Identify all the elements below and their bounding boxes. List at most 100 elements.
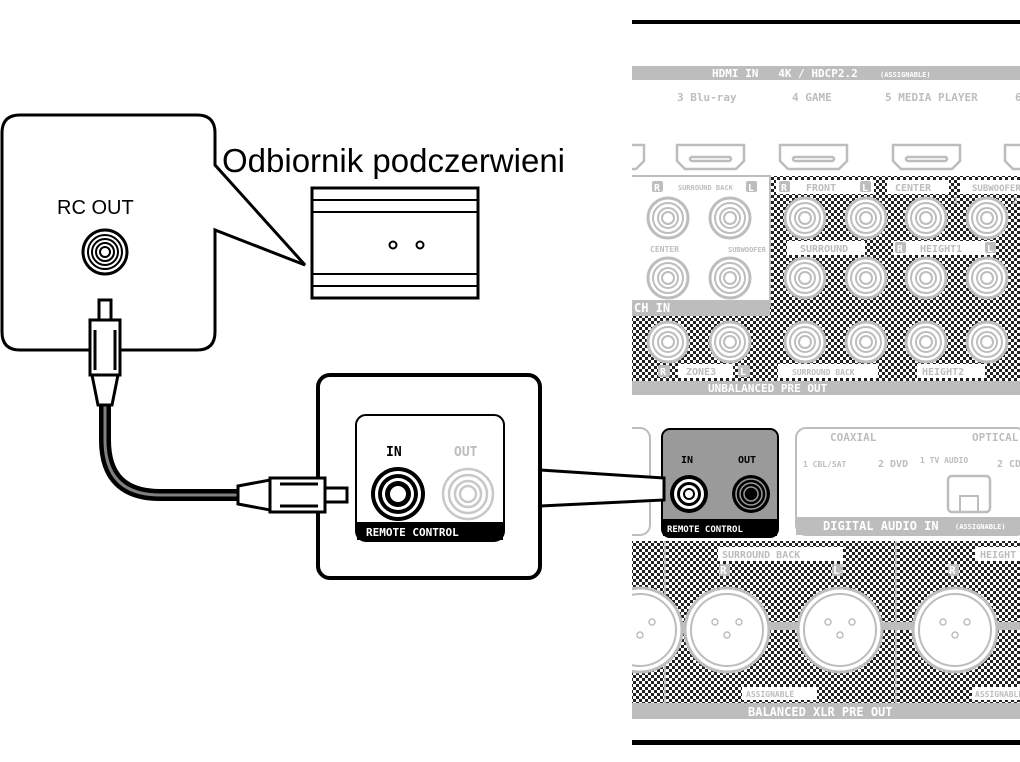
callout-out-label: OUT — [454, 445, 478, 460]
coax-1-label: 1 CBL/SAT — [803, 460, 847, 469]
cable — [99, 400, 240, 501]
ir-sensor-dot — [415, 240, 425, 250]
unbalanced-pre-out-title: UNBALANCED PRE OUT — [708, 382, 828, 395]
rca-jack — [783, 256, 827, 300]
optical-label: OPTICAL — [972, 431, 1019, 444]
rear-remote-in-label: IN — [681, 455, 693, 466]
pre-out-title-bar — [632, 381, 1020, 395]
r-badge — [719, 564, 730, 576]
xlr-socket — [796, 586, 884, 674]
digital-assignable: (ASSIGNABLE) — [955, 523, 1006, 531]
rca-jack — [965, 320, 1009, 364]
r-label: R — [654, 183, 661, 194]
remote-control-callout: REMOTE CONTROL IN OUT — [316, 373, 542, 580]
xlr-label-bg — [718, 547, 843, 561]
hdmi-input-label: 3 Blu-ray — [677, 91, 737, 104]
rca-jack — [965, 256, 1009, 300]
center-label: CENTER — [895, 183, 932, 194]
optical-2-label: 2 CD — [997, 459, 1020, 470]
r-badge — [652, 181, 663, 192]
rc-out-device: RC OUT — [0, 113, 307, 352]
ch-in-subwoofer-label: SUBWOOFER — [728, 246, 767, 254]
rca-jack — [783, 196, 827, 240]
digital-title-bar — [796, 517, 1020, 535]
rca-jack — [646, 256, 690, 300]
callout-in-jack[interactable] — [371, 467, 425, 521]
rc-out-label: RC OUT — [57, 197, 134, 219]
hdmi-input-label: 4 GAME — [792, 91, 832, 104]
hdmi-header: HDMI IN 4K / HDCP2.2 — [712, 67, 858, 80]
callout-remote-control-label: REMOTE CONTROL — [366, 526, 459, 539]
panel-top-edge — [632, 20, 1020, 24]
xlr-jacks — [632, 586, 999, 674]
subwoofer-label: SUBWOOFER — [972, 184, 1020, 194]
rca-jack — [708, 196, 752, 240]
callout-in-label: IN — [386, 445, 402, 460]
rca-jack — [904, 196, 948, 240]
xlr-assignable-label: ASSIGNABLE — [746, 690, 794, 699]
ch-in-center-label: CENTER — [650, 245, 679, 254]
ir-sensor-dot — [388, 240, 398, 250]
l-badge — [832, 564, 843, 576]
rear-panel: HDMI IN 4K / HDCP2.2 (ASSIGNABLE) 3 Blu-… — [632, 20, 1020, 745]
rc-out-jack[interactable] — [81, 228, 129, 276]
rca-jack — [708, 256, 752, 300]
panel-bottom-edge — [632, 740, 1020, 745]
r-label: R — [720, 564, 727, 577]
balanced-xlr-pre-out-title: BALANCED XLR PRE OUT — [748, 705, 893, 719]
ch-in-title-bar — [632, 300, 770, 316]
optical-port — [946, 474, 992, 514]
hdmi-ports — [632, 143, 1020, 171]
rca-plug-top — [88, 298, 122, 407]
rca-jack — [965, 196, 1009, 240]
r-badge — [948, 564, 959, 576]
ch-in-section — [632, 175, 771, 315]
hdmi-port — [1003, 143, 1020, 171]
l-label: L — [987, 244, 993, 255]
xlr-socket — [911, 586, 999, 674]
hdmi-header-bar — [632, 66, 1020, 80]
rca-jack — [904, 256, 948, 300]
rca-plug-right — [236, 476, 349, 514]
r-label: R — [949, 564, 956, 577]
r-label: R — [781, 183, 788, 194]
hdmi-port — [778, 143, 849, 171]
l-label: L — [833, 564, 840, 577]
digital-audio-in-title: DIGITAL AUDIO IN — [823, 519, 939, 533]
l-label: L — [748, 183, 754, 194]
l-label: L — [740, 367, 746, 378]
zone3-label: ZONE3 — [686, 367, 716, 378]
callout-pointer — [539, 468, 666, 508]
ir-receiver-label: Odbiornik podczerwieni — [222, 142, 565, 179]
rear-remote-out-jack — [732, 475, 770, 513]
hdmi-assignable: (ASSIGNABLE) — [880, 71, 931, 79]
rca-jack — [646, 320, 690, 364]
hdmi-input-label: 6 — [1015, 91, 1020, 104]
xlr-surround-back-label: SURROUND BACK — [722, 550, 800, 561]
xlr-assignable-bg — [742, 687, 817, 700]
rear-remote-title-bar — [663, 519, 777, 536]
rca-jack — [904, 320, 948, 364]
callout-out-jack — [441, 467, 495, 521]
xlr-assignable-label: ASSIGNABLE — [975, 690, 1020, 699]
subwoofer-1-label: 1 — [953, 196, 959, 207]
surround-label: SURROUND — [800, 244, 848, 255]
xlr-assignable-bg — [972, 687, 1020, 700]
optical-port-shape — [959, 495, 979, 512]
optical-1-label: 1 TV AUDIO — [920, 456, 968, 465]
front-label: FRONT — [806, 183, 836, 194]
xlr-label-bg — [975, 547, 1020, 561]
rca-jack — [844, 320, 888, 364]
hdmi-port — [891, 143, 962, 171]
xlr-title-bar — [632, 703, 1020, 719]
hdmi-port — [675, 143, 746, 171]
r-label: R — [897, 244, 904, 255]
surround-back-label: SURROUND BACK — [792, 368, 855, 377]
coax-2-label: 2 DVD — [878, 459, 908, 470]
rca-jack — [783, 320, 827, 364]
xlr-socket — [632, 586, 684, 674]
rear-remote-title: REMOTE CONTROL — [667, 525, 743, 535]
rca-jack — [646, 196, 690, 240]
